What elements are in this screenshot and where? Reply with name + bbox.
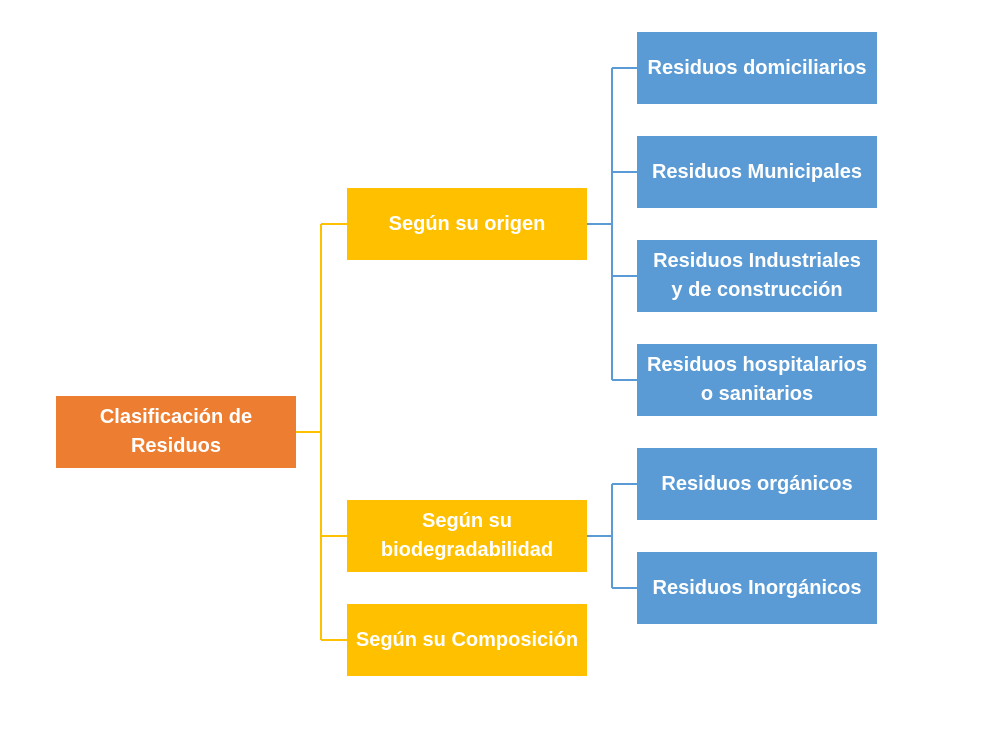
biodegradabilidad-connectors — [586, 483, 637, 589]
leaf-node-label: Residuos hospitalarios o sanitarios — [646, 354, 868, 405]
category-node-segun-su-biodegradabilidad: Según su biodegradabilidad — [347, 500, 587, 572]
leaf-node-label: Residuos Inorgánicos — [652, 576, 862, 599]
root-node-clasificacion-de-residuos: Clasificación de Residuos — [56, 396, 296, 468]
leaf-node-label: Residuos domiciliarios — [647, 56, 867, 79]
leaf-node-residuos-municipales: Residuos Municipales — [637, 136, 877, 208]
category-node-label: Según su Composición — [355, 628, 579, 651]
leaf-node-residuos-industriales: Residuos Industriales y de construcción — [637, 240, 877, 312]
category-node-label: Según su origen — [388, 212, 546, 235]
leaf-node-residuos-inorganicos: Residuos Inorgánicos — [637, 552, 877, 624]
category-node-segun-su-composicion: Según su Composición — [347, 604, 587, 676]
leaf-node-residuos-domiciliarios: Residuos domiciliarios — [637, 32, 877, 104]
leaf-node-label: Residuos Industriales y de construcción — [653, 250, 861, 301]
leaf-node-residuos-organicos: Residuos orgánicos — [637, 448, 877, 520]
leaf-node-residuos-hospitalarios: Residuos hospitalarios o sanitarios — [637, 344, 877, 416]
category-node-label: Según su biodegradabilidad — [380, 510, 554, 561]
leaf-node-label: Residuos orgánicos — [661, 472, 853, 495]
category-node-segun-su-origen: Según su origen — [347, 188, 587, 260]
root-connectors — [296, 223, 347, 641]
origen-connectors — [586, 67, 637, 381]
root-node-label: Clasificación de Residuos — [99, 406, 253, 457]
leaf-node-label: Residuos Municipales — [651, 160, 863, 183]
